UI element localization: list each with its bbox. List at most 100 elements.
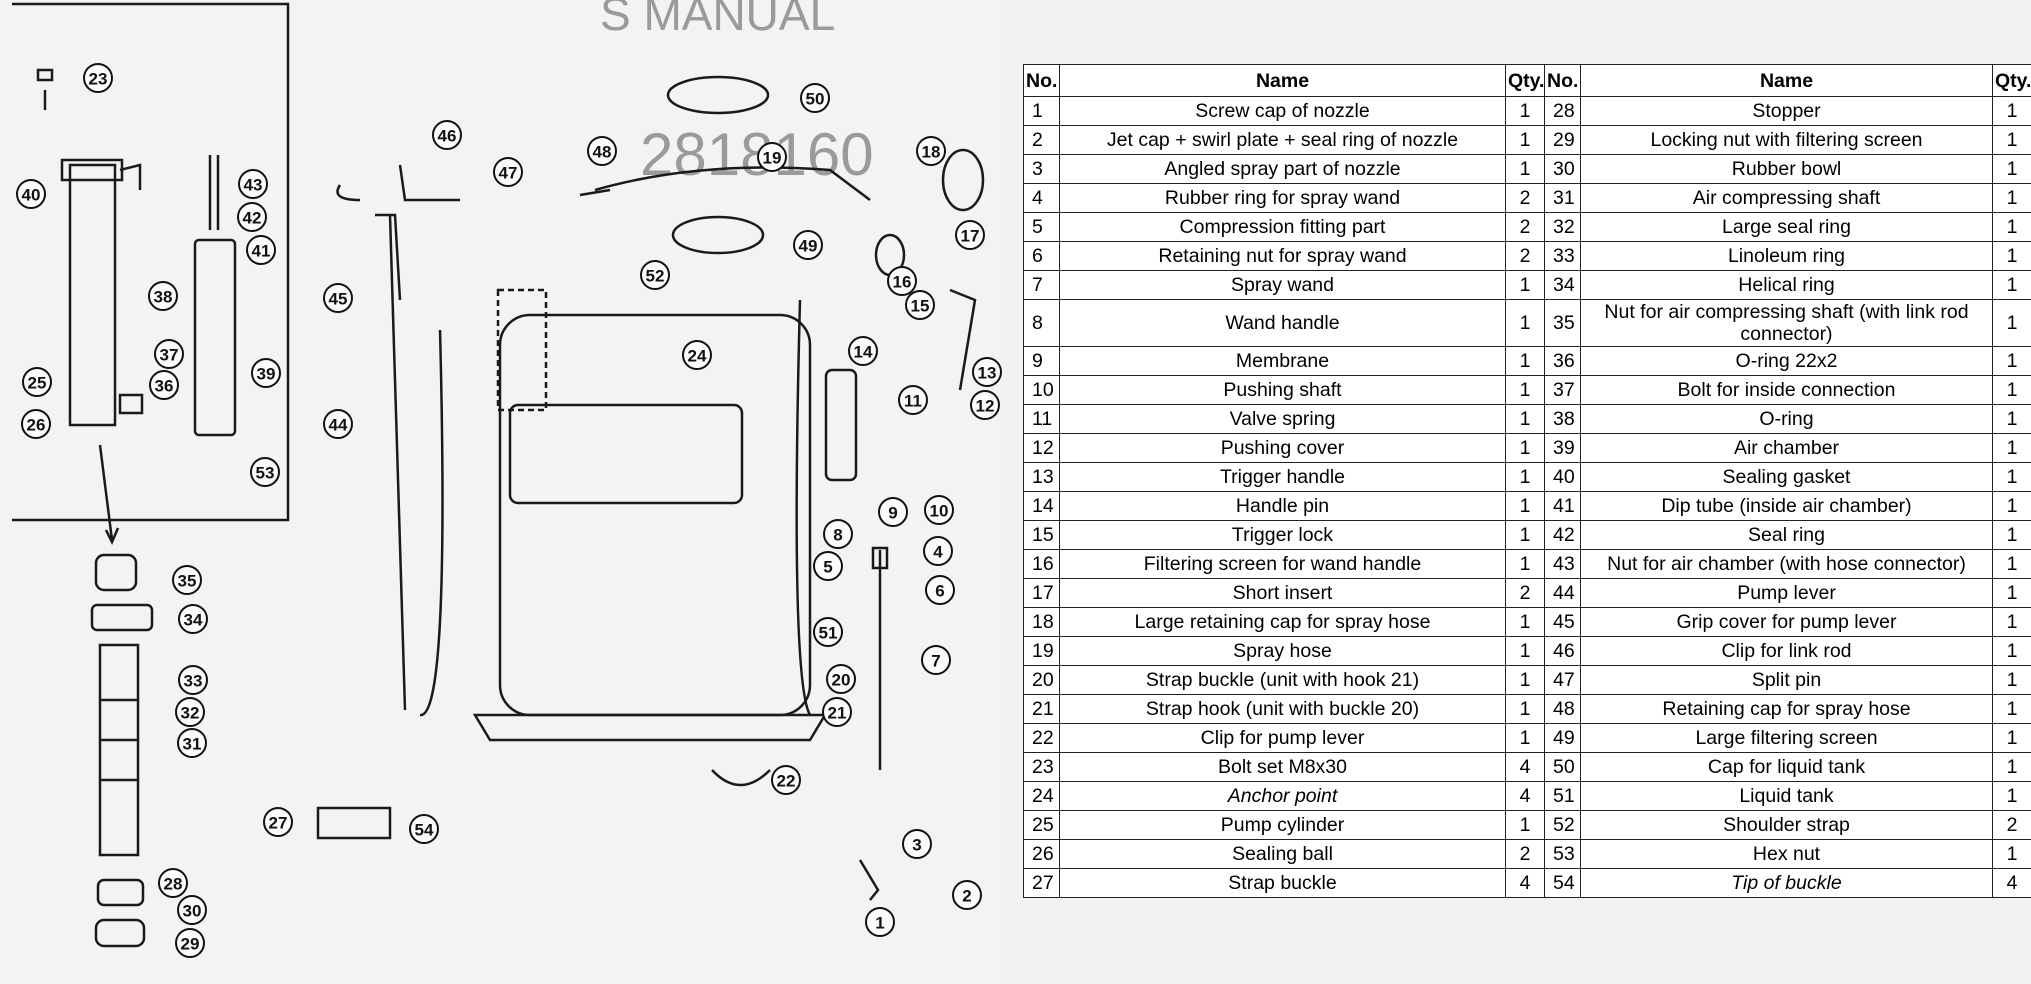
callout-number: 37 (160, 346, 179, 365)
cell-left-name: Strap buckle (1059, 868, 1506, 898)
callout-28: 28 (158, 868, 188, 898)
callout-number: 35 (178, 572, 197, 591)
callout-number: 8 (833, 526, 842, 545)
cell-right-qty: 1 (1992, 404, 2031, 434)
callout-circle (757, 142, 787, 172)
callout-circle (178, 665, 208, 695)
callout-number: 7 (931, 652, 940, 671)
cell-right-qty: 1 (1992, 96, 2031, 126)
callout-circle (952, 880, 982, 910)
callout-number: 48 (593, 143, 612, 162)
cell-right-no: 28 (1544, 96, 1581, 126)
cell-right-no: 37 (1544, 375, 1581, 405)
callout-number: 19 (763, 149, 782, 168)
cell-left-qty: 1 (1505, 346, 1545, 376)
cell-right-qty: 1 (1992, 125, 2031, 155)
cell-left-name: Pushing cover (1059, 433, 1506, 463)
cell-left-qty: 1 (1505, 299, 1545, 347)
callout-number: 54 (415, 821, 434, 840)
cell-left-no: 25 (1023, 810, 1060, 840)
model-code: 2818160 (640, 121, 874, 188)
callout-circle (793, 230, 823, 260)
callout-number: 10 (930, 502, 949, 521)
callout-circle (246, 235, 276, 265)
cell-right-qty: 4 (1992, 868, 2031, 898)
cell-right-qty: 1 (1992, 578, 2031, 608)
callout-number: 32 (181, 704, 200, 723)
callout-circle (924, 495, 954, 525)
cell-right-name: Bolt for inside connection (1580, 375, 1993, 405)
cell-left-qty: 1 (1505, 520, 1545, 550)
cell-left-name: Anchor point (1059, 781, 1506, 811)
callout-number: 15 (911, 297, 930, 316)
cell-left-no: 22 (1023, 723, 1060, 753)
cell-left-name: Bolt set M8x30 (1059, 752, 1506, 782)
cell-right-qty: 1 (1992, 665, 2031, 695)
manual-heading: S MANUAL (600, 0, 835, 40)
cell-right-name: O-ring (1580, 404, 1993, 434)
cell-right-no: 31 (1544, 183, 1581, 213)
callout-47: 47 (493, 157, 523, 187)
callout-22: 22 (771, 765, 801, 795)
table-header-row: No. Name Qty. No. Name Qty. (1023, 64, 2031, 97)
cell-left-no: 21 (1023, 694, 1060, 724)
cell-right-name: Air compressing shaft (1580, 183, 1993, 213)
cell-left-no: 9 (1023, 346, 1060, 376)
cell-right-qty: 2 (1992, 810, 2031, 840)
callout-circle (22, 367, 52, 397)
callout-number: 26 (27, 416, 46, 435)
callout-number: 20 (832, 671, 851, 690)
cell-right-name: Rubber bowl (1580, 154, 1993, 184)
cell-right-name: Shoulder strap (1580, 810, 1993, 840)
callout-9: 9 (878, 497, 908, 527)
callout-circle (813, 551, 843, 581)
cell-right-name: Stopper (1580, 96, 1993, 126)
callout-circle (154, 339, 184, 369)
cell-right-qty: 1 (1992, 375, 2031, 405)
callout-1: 1 (865, 907, 895, 937)
cell-left-qty: 1 (1505, 810, 1545, 840)
cell-left-name: Compression fitting part (1059, 212, 1506, 242)
callout-8: 8 (823, 519, 853, 549)
cell-left-name: Rubber ring for spray wand (1059, 183, 1506, 213)
callout-circle (865, 907, 895, 937)
cell-left-qty: 1 (1505, 270, 1545, 300)
callout-29: 29 (175, 928, 205, 958)
callout-number: 1 (875, 914, 884, 933)
cell-right-no: 49 (1544, 723, 1581, 753)
cell-left-no: 24 (1023, 781, 1060, 811)
cell-left-name: Large retaining cap for spray hose (1059, 607, 1506, 637)
cell-right-no: 50 (1544, 752, 1581, 782)
cell-right-qty: 1 (1992, 241, 2031, 271)
cell-left-no: 26 (1023, 839, 1060, 869)
callout-number: 24 (688, 347, 707, 366)
cell-right-qty: 1 (1992, 183, 2031, 213)
cell-left-qty: 1 (1505, 549, 1545, 579)
callout-circle (916, 136, 946, 166)
cell-right-qty: 1 (1992, 299, 2031, 347)
sprayer-body-drawing (316, 75, 985, 901)
cell-left-qty: 1 (1505, 607, 1545, 637)
callout-16: 16 (887, 266, 917, 296)
callout-46: 46 (432, 120, 462, 150)
cell-left-qty: 1 (1505, 96, 1545, 126)
cell-right-no: 29 (1544, 125, 1581, 155)
callout-number: 28 (164, 875, 183, 894)
cell-right-qty: 1 (1992, 462, 2031, 492)
cell-left-qty: 2 (1505, 578, 1545, 608)
cell-left-qty: 1 (1505, 404, 1545, 434)
callout-25: 25 (22, 367, 52, 397)
callout-44: 44 (323, 409, 353, 439)
callout-circle (823, 519, 853, 549)
cell-right-name: Linoleum ring (1580, 241, 1993, 271)
cell-left-qty: 4 (1505, 752, 1545, 782)
exploded-parts-diagram: S MANUAL 2818160 (0, 0, 1005, 984)
